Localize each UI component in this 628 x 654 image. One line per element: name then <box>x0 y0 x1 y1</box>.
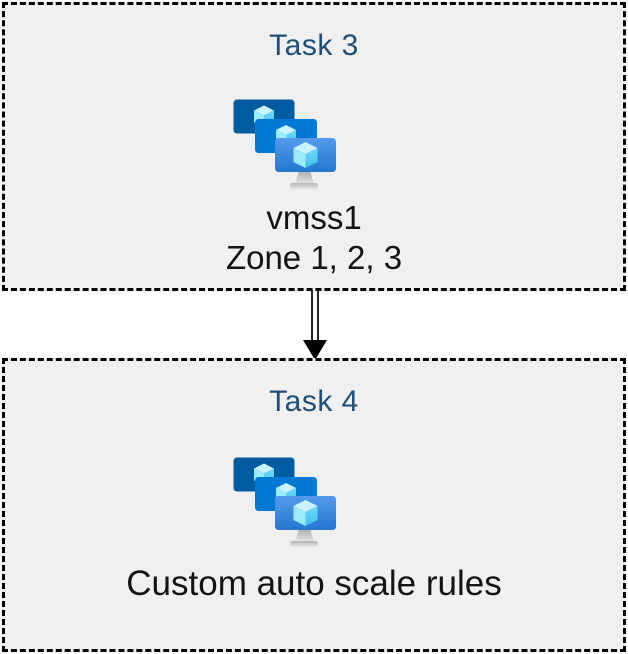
task3-title: Task 3 <box>269 29 359 62</box>
task3-box: Task 3 <box>2 2 626 291</box>
task4-title: Task 4 <box>269 385 359 418</box>
cube-front <box>293 500 318 526</box>
cube-front <box>293 142 318 168</box>
arrow-down-connector <box>303 290 327 360</box>
vmss-name-label: vmss1 <box>266 199 362 236</box>
autoscale-rules-label: Custom auto scale rules <box>126 564 502 603</box>
arrowhead <box>303 340 327 360</box>
zone-label: Zone 1, 2, 3 <box>225 239 403 276</box>
vm-scale-sets-icon <box>233 457 336 548</box>
task4-box: Task 4 <box>2 358 626 652</box>
vm-scale-sets-icon <box>233 99 336 190</box>
